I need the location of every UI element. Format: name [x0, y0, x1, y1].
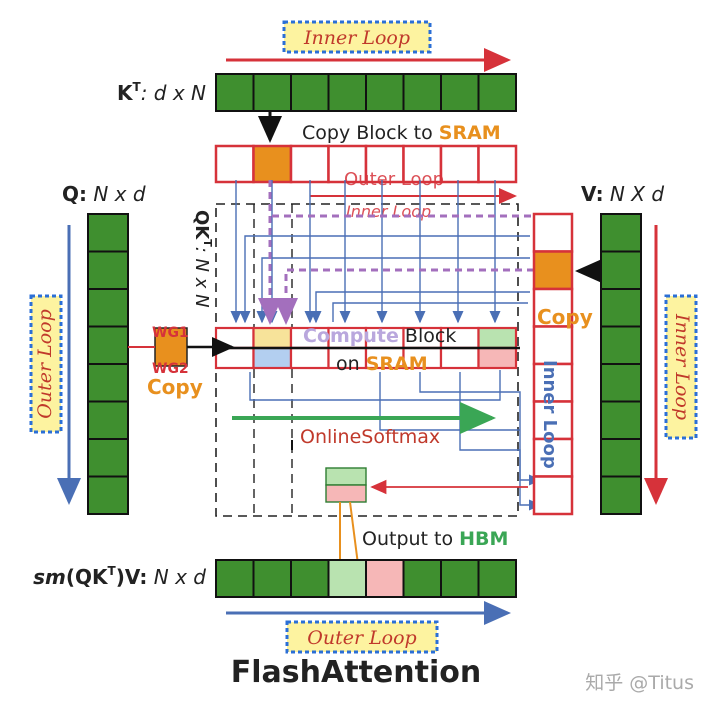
wg1-label: WG1	[152, 325, 189, 341]
kt-cell	[327, 73, 367, 112]
compute-cell-bottom	[477, 346, 518, 370]
output-cell	[440, 559, 480, 598]
bottom-outer-loop-text: Outer Loop	[307, 627, 416, 649]
compute-cell-bottom	[252, 346, 293, 370]
top-inner-loop-text: Inner Loop	[303, 27, 410, 49]
compute-cell-top	[477, 326, 518, 350]
v-cell	[600, 250, 642, 290]
q-cell	[87, 438, 129, 478]
kt-cell	[215, 73, 255, 112]
sram-k-cell	[439, 144, 480, 184]
output-cell	[252, 559, 292, 598]
v-cell	[600, 213, 642, 253]
diagram-title: FlashAttention	[231, 655, 481, 690]
q-label: Q: N x d	[62, 182, 146, 206]
q-cell	[87, 475, 129, 515]
kt-matrix	[215, 73, 517, 112]
output-cell	[290, 559, 330, 598]
purple-dashed-paths	[258, 180, 534, 325]
v-matrix	[600, 213, 642, 515]
compute-cell-top	[252, 326, 293, 350]
right-inner-loop-text: Inner Loop	[671, 313, 693, 420]
sram-k-cell	[364, 144, 405, 184]
left-outer-loop-label: Outer Loop	[29, 294, 63, 434]
kt-cell	[477, 73, 517, 112]
copy-left-text: Copy	[147, 375, 203, 399]
qkt-label: QKT: N x N	[191, 210, 214, 308]
output-block	[325, 467, 367, 503]
compute-cell-bottom	[214, 346, 255, 370]
v-cell	[600, 363, 642, 403]
left-outer-loop-text: Outer Loop	[34, 309, 56, 418]
v-cell	[600, 288, 642, 328]
q-cell	[87, 325, 129, 365]
v-cell	[600, 475, 642, 515]
compute-cell-bottom	[439, 346, 480, 370]
copy-right-text: Copy	[537, 305, 593, 329]
v-label: V: N X d	[581, 182, 664, 206]
sram-inner-loop-text: Inner Loop	[346, 202, 431, 221]
online-softmax-text: OnlineSoftmax	[300, 426, 440, 448]
on-sram-text: on SRAM	[336, 353, 428, 375]
q-matrix	[87, 213, 129, 515]
output-cell	[477, 559, 517, 598]
sram-k-cell	[214, 144, 255, 184]
v-sram-cell	[532, 250, 574, 291]
v-cell	[600, 438, 642, 478]
v-cell	[600, 325, 642, 365]
kt-cell	[402, 73, 442, 112]
v-sram-cell	[532, 437, 574, 478]
v-sram-cell	[532, 475, 574, 516]
sram-k-cell	[289, 144, 330, 184]
watermark: 知乎 @Titus	[585, 672, 694, 694]
output-to-hbm-text: Output to HBM	[362, 528, 508, 550]
bottom-outer-loop-label: Outer Loop	[285, 620, 439, 654]
kt-cell	[440, 73, 480, 112]
kt-label: KT: d x N	[117, 80, 206, 105]
right-inner-loop-label: Inner Loop	[664, 294, 698, 440]
v-sram-column	[532, 212, 574, 516]
sram-outer-loop-text: Outer Loop	[344, 169, 444, 190]
top-inner-loop-label: Inner Loop	[282, 20, 432, 54]
sram-k-block-row	[214, 144, 518, 184]
wg2-label: WG2	[152, 361, 189, 377]
q-cell	[87, 400, 129, 440]
compute-cell-bottom	[289, 346, 330, 370]
output-cell	[215, 559, 255, 598]
kt-cell	[290, 73, 330, 112]
output-cell	[402, 559, 442, 598]
output-label: sm(QKT)V: N x d	[33, 564, 206, 589]
q-cell	[87, 250, 129, 290]
kt-cell	[252, 73, 292, 112]
sram-k-cell	[402, 144, 443, 184]
v-sram-cell	[532, 325, 574, 366]
output-cell	[327, 559, 367, 598]
q-cell	[87, 288, 129, 328]
q-cell	[87, 363, 129, 403]
sram-k-cell	[252, 144, 293, 184]
kt-cell	[365, 73, 405, 112]
q-cell	[87, 213, 129, 253]
output-matrix	[215, 559, 517, 598]
compute-cell-top	[214, 326, 255, 350]
copy-block-text: Copy Block to SRAM	[302, 122, 501, 144]
output-cell	[365, 559, 405, 598]
v-sram-cell	[532, 212, 574, 253]
compute-block-text: Compute Block	[303, 325, 456, 347]
v-inner-loop-text: Inner Loop	[539, 360, 560, 469]
sram-k-cell	[477, 144, 518, 184]
v-cell	[600, 400, 642, 440]
